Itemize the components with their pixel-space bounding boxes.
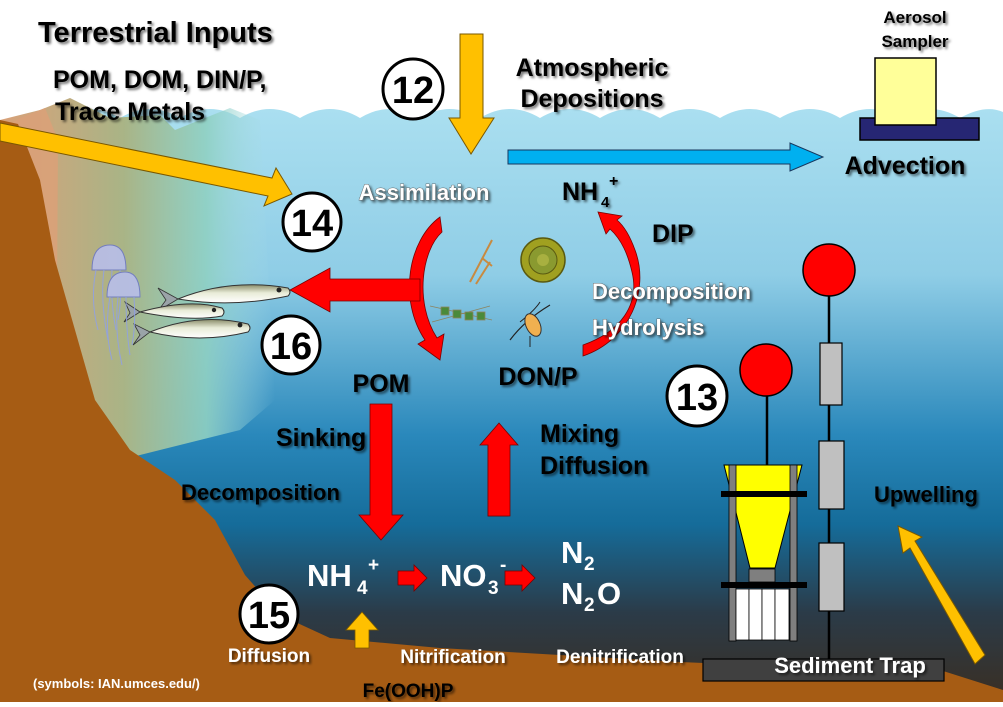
process-number-16: 16 [270, 326, 312, 368]
fish-icon [132, 319, 251, 346]
process-number-15: 15 [248, 595, 290, 637]
symbols-credit: (symbols: IAN.umces.edu/) [33, 676, 200, 691]
mooring-line [802, 243, 856, 660]
no3-base: NO [440, 558, 487, 593]
ceratium-icon [469, 239, 493, 285]
sediment-trap-device [702, 343, 945, 682]
n2o-base: N [561, 576, 583, 611]
mooring-buoy [802, 243, 856, 297]
trap-funnel [723, 464, 803, 569]
nh4-bottom-subscript: 4 [357, 578, 368, 599]
nh4-bottom-base: NH [307, 558, 352, 593]
don-p-label: DON/P [498, 363, 577, 391]
process-number-14: 14 [291, 203, 333, 245]
trap-buoy [739, 343, 793, 397]
diatom-chain-icon [429, 305, 493, 323]
upwelling-arrow [897, 525, 986, 665]
aerosol-sampler-label-line1: Aerosol [883, 8, 946, 27]
n2-label: N 2 [561, 535, 595, 575]
atmospheric-label-line1: Atmospheric [516, 54, 669, 82]
sediment-land [0, 120, 1003, 702]
no3-subscript: 3 [488, 578, 499, 599]
n2-base: N [561, 535, 583, 570]
terrestrial-items-line2: Trace Metals [55, 98, 205, 126]
upwelling-label: Upwelling [874, 482, 978, 507]
n2o-subscript: 2 [584, 595, 595, 616]
process-marker-16: 16 [260, 314, 322, 376]
process-number-13: 13 [676, 377, 718, 419]
nh4-superscript: + [609, 173, 618, 190]
no3-superscript: - [500, 555, 506, 576]
assimilation-label: Assimilation [359, 180, 490, 205]
denitrification-label: Denitrification [556, 647, 684, 668]
dip-label: DIP [652, 220, 694, 248]
process-marker-14: 14 [281, 191, 343, 253]
assimilation-curve-arrow [409, 216, 445, 361]
sediment-trap-label: Sediment Trap [774, 653, 926, 678]
jellyfish-icon [91, 244, 141, 366]
nitrification-label: Nitrification [400, 647, 506, 668]
decomposition-upper-label: Decomposition [592, 279, 751, 304]
grazing-arrow [289, 267, 421, 313]
advection-label: Advection [845, 152, 966, 180]
mooring-float [818, 542, 845, 612]
sinking-label: Sinking [276, 424, 366, 452]
diffusion-upper-label: Diffusion [540, 452, 648, 480]
aerosol-sampler-label-line2: Sampler [881, 32, 948, 51]
centric-diatom-icon [520, 237, 566, 283]
fish-icon [123, 300, 225, 323]
n2o-end: O [597, 576, 621, 611]
hydrolysis-label: Hydrolysis [592, 315, 705, 340]
denitrification-arrow [504, 564, 536, 592]
no3-label: NO 3 - [440, 555, 506, 599]
mooring-float [819, 342, 843, 406]
trap-anchor-base [702, 658, 945, 682]
diffusion-bottom-label: Diffusion [228, 646, 310, 667]
fish-school-icon [123, 284, 291, 346]
copepod-icon [509, 301, 551, 347]
terrestrial-input-arrow [0, 122, 293, 207]
process-marker-13: 13 [665, 364, 729, 428]
n2-subscript: 2 [584, 554, 595, 575]
fe-ooh-p-release-arrow [345, 611, 379, 649]
sinking-arrow [358, 403, 404, 541]
mixing-label: Mixing [540, 420, 619, 448]
process-marker-12: 12 [381, 57, 445, 121]
nh4-upper-label: NH 4 + [562, 173, 618, 211]
terrestrial-items-line1: POM, DOM, DIN/P, [53, 66, 266, 94]
fish-icon [157, 284, 291, 312]
nh4-bottom-superscript: + [368, 555, 379, 576]
decomposition-lower-label: Decomposition [181, 480, 340, 505]
plankton-symbols [429, 237, 566, 347]
atmospheric-label-line2: Depositions [520, 85, 663, 113]
aerosol-sampler [859, 57, 980, 141]
fe-ooh-p-label: Fe(OOH)P [363, 681, 454, 702]
process-number-12: 12 [392, 70, 434, 112]
n2o-label: N 2 O [561, 576, 621, 616]
nh4-bottom-label: NH 4 + [307, 555, 379, 599]
hydrolysis-curve-arrow [582, 211, 641, 357]
nh4-base: NH [562, 178, 598, 206]
advection-arrow [507, 142, 825, 172]
nh4-subscript: 4 [601, 194, 610, 211]
terrestrial-inputs-title: Terrestrial Inputs [38, 17, 273, 49]
process-marker-15: 15 [238, 583, 300, 645]
aerosol-sampler-box [874, 57, 937, 126]
atmospheric-deposition-arrow [448, 33, 495, 155]
mixing-diffusion-arrow [479, 422, 519, 517]
nitrification-arrow [397, 564, 428, 592]
trap-sample-cups [735, 588, 790, 641]
mooring-float [818, 440, 845, 510]
pom-label: POM [353, 370, 410, 398]
